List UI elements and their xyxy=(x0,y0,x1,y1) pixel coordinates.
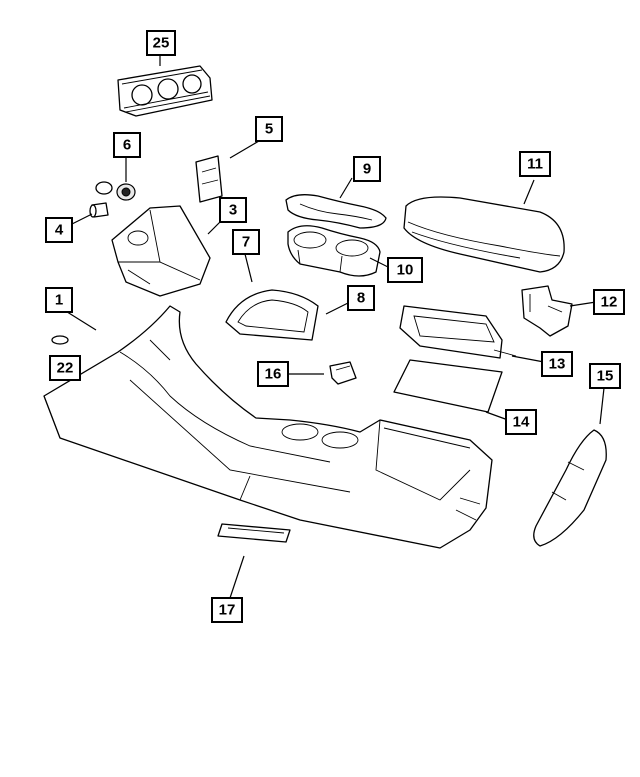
part-12-bracket xyxy=(521,285,573,337)
callout-6-label: 6 xyxy=(123,137,131,154)
callout-14-label: 14 xyxy=(513,414,530,431)
part-22-emblem xyxy=(51,335,69,345)
callout-10-label: 10 xyxy=(397,262,414,279)
callout-25-label: 25 xyxy=(153,35,170,52)
callout-9-label: 9 xyxy=(363,161,371,178)
callout-22-label: 22 xyxy=(57,360,74,377)
callout-16: 16 xyxy=(257,361,289,387)
callout-15-label: 15 xyxy=(597,368,614,385)
callout-7-label: 7 xyxy=(242,234,250,251)
callout-6: 6 xyxy=(113,132,141,158)
callout-7: 7 xyxy=(232,229,260,255)
part-25-control-bezel xyxy=(117,65,213,117)
part-10-cupholder-insert xyxy=(287,225,381,277)
callout-1-label: 1 xyxy=(55,292,63,309)
part-4-plug xyxy=(89,202,109,218)
part-7-trim-bezel xyxy=(225,289,319,341)
callout-13: 13 xyxy=(541,351,573,377)
callout-13-label: 13 xyxy=(549,356,566,373)
part-16-clip xyxy=(329,361,357,385)
callout-17-label: 17 xyxy=(219,602,236,619)
callout-8: 8 xyxy=(347,285,375,311)
callout-22: 22 xyxy=(49,355,81,381)
callout-5-label: 5 xyxy=(265,121,273,138)
part-1-console-body xyxy=(43,305,493,549)
callout-8-label: 8 xyxy=(357,290,365,307)
part-13-storage-tray xyxy=(399,305,517,359)
callout-14: 14 xyxy=(505,409,537,435)
callout-4: 4 xyxy=(45,217,73,243)
part-11-armrest-lid xyxy=(403,196,565,273)
part-3-housing xyxy=(111,205,211,297)
part-6-knobs xyxy=(95,181,136,201)
callout-5: 5 xyxy=(255,116,283,142)
part-14-mat xyxy=(393,359,503,413)
callout-12-label: 12 xyxy=(601,294,618,311)
callout-16-label: 16 xyxy=(265,366,282,383)
callout-17: 17 xyxy=(211,597,243,623)
callout-15: 15 xyxy=(589,363,621,389)
part-17-tray-insert xyxy=(217,523,291,543)
callout-9: 9 xyxy=(353,156,381,182)
callout-4-label: 4 xyxy=(55,222,64,239)
callout-10: 10 xyxy=(387,257,423,283)
part-9-cupholder-ring xyxy=(285,194,387,229)
callout-3: 3 xyxy=(219,197,247,223)
callout-12: 12 xyxy=(593,289,625,315)
callout-3-label: 3 xyxy=(229,202,237,219)
part-15-side-panel xyxy=(533,429,607,547)
callout-11: 11 xyxy=(519,151,551,177)
part-5-switch xyxy=(195,155,223,203)
callout-25: 25 xyxy=(146,30,176,56)
callout-1: 1 xyxy=(45,287,73,313)
callout-11-label: 11 xyxy=(527,156,543,173)
